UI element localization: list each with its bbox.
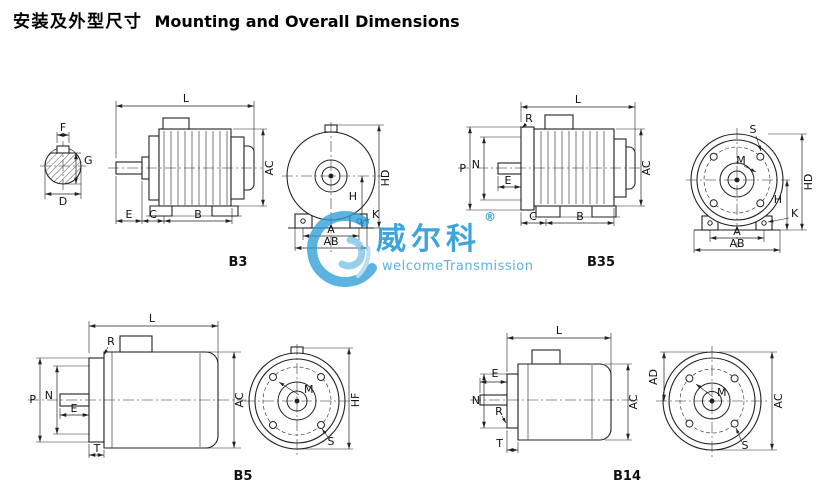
b14-dim-lines-front <box>660 351 777 451</box>
b14-dim-L: L <box>556 324 563 337</box>
b14-dim-N: N <box>472 394 480 407</box>
b5-dim-HF: HF <box>349 393 362 408</box>
b35-dim-C: C <box>529 210 537 223</box>
b3-dim-AC: AC <box>263 160 276 175</box>
b5-dim-AC: AC <box>233 392 246 407</box>
b5-dim-R: R <box>107 335 115 348</box>
b14-dim-AC-side: AC <box>627 394 640 409</box>
b5-dim-N: N <box>45 389 53 402</box>
b35-dim-M: M <box>736 154 746 167</box>
b3-dim-AB: AB <box>323 235 338 248</box>
b35-dim-P: P <box>459 162 466 175</box>
b14-label: B14 <box>613 469 641 484</box>
b3-front-view: H HD K A AB <box>282 122 392 252</box>
b5-side-view: L R P N E T AC <box>28 312 246 458</box>
b14-side-view: L E N R T AC <box>470 324 640 453</box>
b35-side-view: L R P N E C B AC <box>458 93 653 226</box>
b5-front-view: M HF S <box>244 344 362 458</box>
b35-dim-AB: AB <box>729 237 744 250</box>
b35-dim-N: N <box>472 158 480 171</box>
b14-dim-T: T <box>495 437 503 450</box>
b5-dim-P: P <box>29 393 36 406</box>
b5-dim-T: T <box>93 442 101 455</box>
b3-label: B3 <box>229 255 248 270</box>
page-title: 安装及外型尺寸 Mounting and Overall Dimensions <box>13 7 460 32</box>
b35-dim-L: L <box>575 93 582 106</box>
b35-dim-AC: AC <box>640 160 653 175</box>
title-english: Mounting and Overall Dimensions <box>154 12 460 31</box>
b3-dim-lines-side <box>115 101 267 224</box>
b3-dim-C: C <box>149 208 157 221</box>
b3-dim-D: D <box>59 195 67 208</box>
b5-dim-L: L <box>149 312 156 325</box>
b35-front-view: S M HD H K A AB <box>686 123 815 253</box>
b3-dim-F: F <box>60 121 66 134</box>
b3-dim-B: B <box>194 208 202 221</box>
title-chinese: 安装及外型尺寸 <box>13 12 143 32</box>
b35-dim-HD: HD <box>802 174 815 191</box>
b14-dim-R: R <box>495 405 503 418</box>
b5-dim-E: E <box>71 402 78 415</box>
b14-dim-M: M <box>717 386 727 399</box>
b14-dim-AC-front: AC <box>772 393 785 408</box>
b3-dim-L: L <box>183 92 190 105</box>
b5-dim-M: M <box>304 383 314 396</box>
b35-dim-A: A <box>733 225 741 238</box>
b35-dim-H: H <box>774 193 782 206</box>
b14-dim-E: E <box>492 367 499 380</box>
b3-dim-K: K <box>372 208 380 221</box>
b14-dim-lines-side <box>479 333 632 453</box>
b3-shaft-section-view: F G D <box>40 121 93 208</box>
b3-dim-G: G <box>84 154 93 167</box>
b14-dim-S: S <box>742 439 749 452</box>
b35-dim-E: E <box>505 174 512 187</box>
b35-dim-B: B <box>576 210 584 223</box>
b3-dim-H: H <box>349 190 357 203</box>
b3-dim-lines-section <box>44 132 82 199</box>
b35-label: B35 <box>587 255 615 270</box>
b5-dim-lines-side <box>36 321 241 458</box>
b3-side-view: L AC E C B <box>108 92 276 224</box>
b14-front-view: AD M AC S <box>647 346 785 458</box>
b5-dim-S: S <box>328 435 335 448</box>
b3-dim-HD: HD <box>379 170 392 187</box>
b5-label: B5 <box>234 469 253 484</box>
b35-dim-lines-side <box>466 102 645 226</box>
b14-dim-AD: AD <box>647 369 660 385</box>
b3-dim-E: E <box>126 208 133 221</box>
b35-dim-R: R <box>525 112 533 125</box>
b35-dim-K: K <box>791 207 799 220</box>
b35-dim-S: S <box>750 123 757 136</box>
b35-dim-lines-front <box>693 133 807 253</box>
b5-dim-lines-front <box>278 347 353 450</box>
